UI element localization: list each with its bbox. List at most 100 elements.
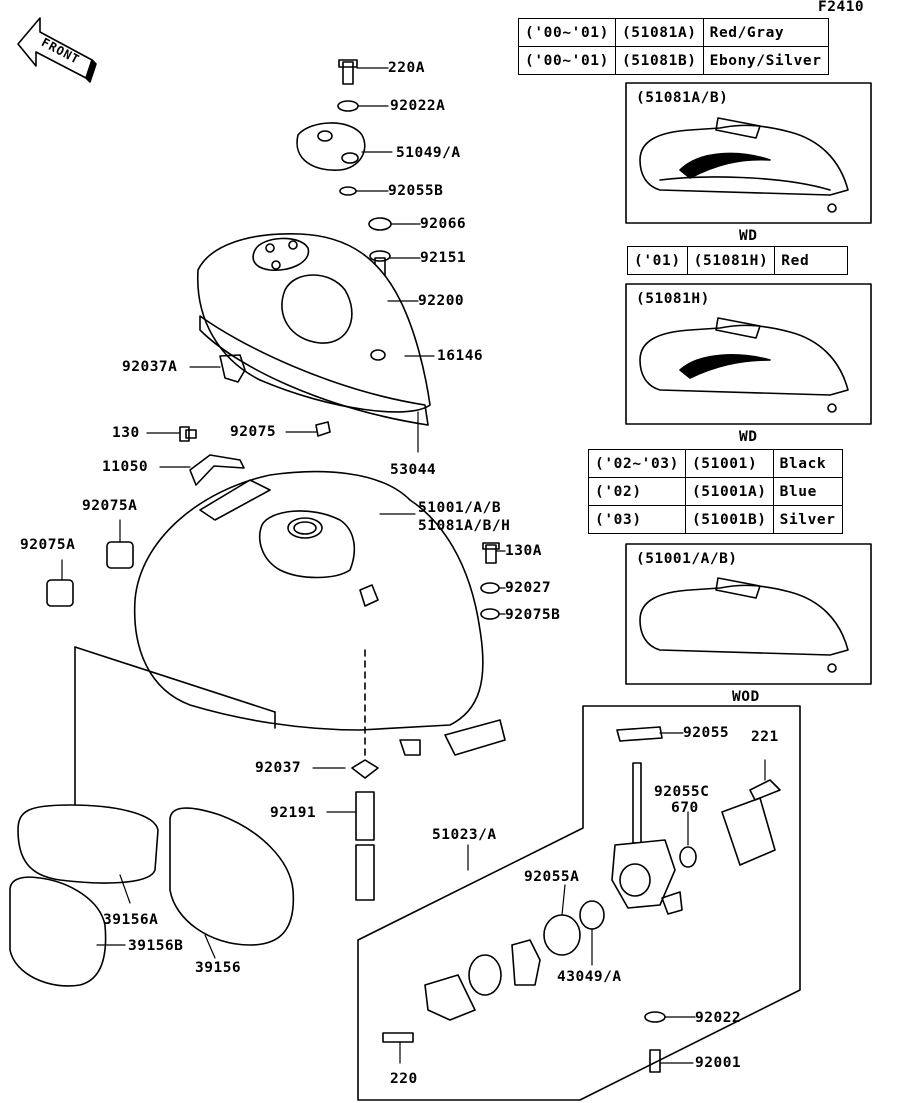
callout-51081ABH: 51081A/B/H <box>418 518 511 534</box>
fuel-tap-body-51023 <box>611 762 683 915</box>
callout-92075A-2: 92075A <box>20 537 76 553</box>
panel-caption-1: WD <box>739 228 758 244</box>
rubber-92075A-1 <box>106 541 134 569</box>
callout-92055: 92055 <box>683 725 730 741</box>
callout-92055B: 92055B <box>388 183 444 199</box>
table-row: ('02) (51001A) Blue <box>588 477 843 506</box>
tank-side-sketch-1 <box>639 117 849 213</box>
callout-92075: 92075 <box>230 424 277 440</box>
callout-92055C: 92055C <box>654 784 710 800</box>
bracket-11050 <box>189 454 245 486</box>
pad-guide-line <box>74 646 276 713</box>
panel-title-2: (51081H) <box>636 291 710 307</box>
table-cell: Red/Gray <box>702 18 829 47</box>
callout-92037A: 92037A <box>122 359 178 375</box>
bolt-220A <box>338 59 358 85</box>
callout-43049A: 43049/A <box>557 969 622 985</box>
callout-11050: 11050 <box>102 459 149 475</box>
table-cell: (51001B) <box>684 505 774 534</box>
variant-table-2: ('01) (51081H) Red <box>627 246 849 275</box>
table-cell: (51081H) <box>686 246 776 275</box>
callout-92055A: 92055A <box>524 869 580 885</box>
callout-221: 221 <box>751 729 779 745</box>
table-cell: ('00~'01) <box>518 46 616 75</box>
tank-side-sketch-2 <box>639 317 849 413</box>
pad-39156B <box>9 876 107 987</box>
diaphragm-43049A <box>579 900 605 930</box>
table-cell: Blue <box>772 477 843 506</box>
table-row: ('00~'01) (51081A) Red/Gray <box>518 18 829 47</box>
plug-92066 <box>368 217 392 231</box>
callout-53044: 53044 <box>390 462 437 478</box>
figure-code: F2410 <box>818 0 865 15</box>
callout-92066: 92066 <box>420 216 467 232</box>
callout-130A: 130A <box>505 543 542 559</box>
callout-92075B: 92075B <box>505 607 561 623</box>
table-row: ('01) (51081H) Red <box>627 246 849 275</box>
callout-670: 670 <box>671 800 699 816</box>
nut-92037 <box>351 759 379 779</box>
bolt-221 <box>749 779 781 801</box>
callout-130: 130 <box>112 425 140 441</box>
table-row: ('00~'01) (51081B) Ebony/Silver <box>518 46 829 75</box>
pad-39156A <box>17 804 159 884</box>
table-cell: (51001) <box>684 449 774 478</box>
table-cell: Red <box>774 246 849 275</box>
oring-92055B <box>339 186 357 196</box>
table-cell: (51001A) <box>684 477 774 506</box>
fuel-tap-box <box>357 705 801 1101</box>
table-row: ('02~'03) (51001) Black <box>588 449 843 478</box>
table-cell: ('00~'01) <box>518 18 616 47</box>
panel-frame-3 <box>625 543 872 685</box>
cover-51049A <box>296 122 366 171</box>
tank-cover-16146 <box>197 233 431 413</box>
washer-92022A <box>337 100 359 112</box>
grommet-92075B <box>480 608 500 620</box>
callout-220: 220 <box>390 1071 418 1087</box>
panel-title-1: (51081A/B) <box>636 90 729 106</box>
tank-side-sketch-3 <box>639 577 849 673</box>
variant-table-3: ('02~'03) (51001) Black ('02) (51001A) B… <box>588 449 843 534</box>
panel-caption-2: WD <box>739 429 758 445</box>
callout-92151: 92151 <box>420 250 467 266</box>
callout-16146: 16146 <box>437 348 484 364</box>
pad-39156 <box>169 807 295 946</box>
lever-51023A <box>511 939 541 986</box>
callout-92027: 92027 <box>505 580 552 596</box>
leader-lines <box>61 67 766 1064</box>
callout-39156: 39156 <box>195 960 242 976</box>
panel-frame-2 <box>625 283 872 425</box>
table-cell: ('02~'03) <box>588 449 686 478</box>
callout-92191: 92191 <box>270 805 317 821</box>
table-cell: ('03) <box>588 505 686 534</box>
table-cell: ('01) <box>627 246 688 275</box>
cap-92075 <box>315 421 331 437</box>
front-arrow-icon <box>17 17 97 83</box>
callout-39156A: 39156A <box>103 912 159 928</box>
table-cell: (51081B) <box>614 46 704 75</box>
cover-92055C <box>721 797 776 866</box>
washer-92022 <box>644 1011 666 1023</box>
plate <box>424 974 476 1021</box>
seal-ring <box>468 954 502 996</box>
panel-frame-1 <box>625 82 872 224</box>
table-cell: Silver <box>772 505 843 534</box>
table-cell: (51081A) <box>614 18 704 47</box>
clip-92037A <box>219 354 246 383</box>
rubber-92075A-2 <box>46 579 74 607</box>
table-cell: Black <box>772 449 843 478</box>
hose-92191 <box>355 791 375 901</box>
callout-92200: 92200 <box>418 293 465 309</box>
bolt-130A <box>482 542 500 564</box>
callout-51023A: 51023/A <box>432 827 497 843</box>
callout-51001AB: 51001/A/B <box>418 500 502 516</box>
oring-670 <box>679 846 697 868</box>
panel-title-3: (51001/A/B) <box>636 551 738 567</box>
bolt-130 <box>179 426 197 442</box>
washer-92027 <box>480 582 500 594</box>
callout-92001: 92001 <box>695 1055 742 1071</box>
screw-220 <box>382 1032 414 1043</box>
callout-220A: 220A <box>388 60 425 76</box>
